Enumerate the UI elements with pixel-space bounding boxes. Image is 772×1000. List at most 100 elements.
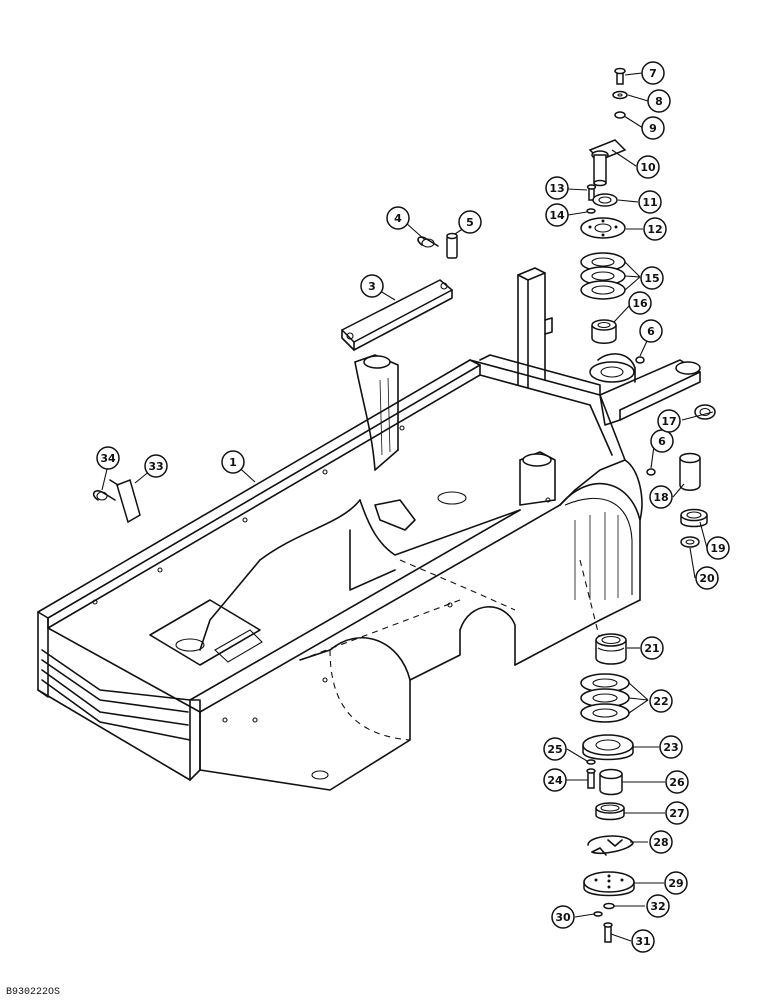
callout-circle bbox=[665, 770, 689, 794]
washer-part-14 bbox=[586, 208, 596, 214]
callout-number: 34 bbox=[100, 452, 116, 465]
seal-part-27 bbox=[595, 802, 625, 821]
bushing-part-19 bbox=[680, 508, 708, 528]
callout-number: 24 bbox=[547, 774, 563, 787]
callout-circle bbox=[647, 89, 671, 113]
bearing-part-16 bbox=[591, 319, 617, 344]
callout-circle bbox=[641, 61, 665, 85]
flange-part-12 bbox=[580, 217, 626, 239]
callout-circle bbox=[551, 905, 575, 929]
callout-number: 10 bbox=[640, 161, 656, 174]
leader-lines bbox=[101, 72, 714, 942]
callout-circle bbox=[636, 155, 660, 179]
callout-c6a: 6 bbox=[639, 319, 663, 343]
callout-number: 4 bbox=[394, 212, 402, 225]
callout-c13: 13 bbox=[545, 176, 569, 200]
callout-c18: 18 bbox=[649, 485, 673, 509]
callout-number: 32 bbox=[650, 900, 665, 913]
callout-number: 14 bbox=[549, 209, 565, 222]
pin-part-18 bbox=[679, 452, 701, 491]
washer-part-32 bbox=[603, 902, 615, 910]
callout-number: 20 bbox=[699, 572, 715, 585]
pivot-plate-part-10 bbox=[588, 139, 627, 187]
callout-number: 1 bbox=[229, 456, 237, 469]
bushing-part-20 bbox=[680, 536, 700, 548]
bolt-part-13 bbox=[586, 184, 597, 201]
clip-part-34 bbox=[92, 490, 116, 501]
callout-number: 5 bbox=[466, 216, 474, 229]
callout-number: 27 bbox=[669, 807, 684, 820]
link-bar-part-3 bbox=[340, 279, 454, 351]
retainer-part-28 bbox=[587, 835, 634, 856]
main-frame bbox=[37, 354, 643, 791]
callout-number: 28 bbox=[653, 836, 668, 849]
callout-number: 8 bbox=[655, 95, 663, 108]
callout-c25: 25 bbox=[543, 737, 567, 761]
callout-circle bbox=[649, 485, 673, 509]
callout-c8: 8 bbox=[647, 89, 671, 113]
nut-part-9 bbox=[614, 111, 626, 119]
left-upright-bracket bbox=[354, 354, 399, 471]
callout-c14: 14 bbox=[545, 203, 569, 227]
callout-c28: 28 bbox=[649, 830, 673, 854]
callout-number: 9 bbox=[649, 122, 657, 135]
callout-c29: 29 bbox=[664, 871, 688, 895]
callout-c21: 21 bbox=[640, 636, 664, 660]
callout-circle bbox=[664, 871, 688, 895]
callout-circle bbox=[706, 536, 730, 560]
callout-circle bbox=[649, 689, 673, 713]
callout-circle bbox=[665, 801, 689, 825]
callout-number: 15 bbox=[644, 272, 659, 285]
washer-part-30 bbox=[593, 911, 603, 917]
shims-part-15 bbox=[580, 252, 626, 300]
callout-number: 25 bbox=[547, 743, 562, 756]
bolt-part-31 bbox=[603, 922, 613, 943]
callout-circle bbox=[386, 206, 410, 230]
callout-number: 23 bbox=[663, 741, 678, 754]
callout-circle bbox=[659, 735, 683, 759]
callout-c9: 9 bbox=[641, 116, 665, 140]
callout-circle bbox=[628, 291, 652, 315]
callout-number: 11 bbox=[642, 196, 657, 209]
callout-circle bbox=[545, 176, 569, 200]
center-bracket bbox=[374, 451, 556, 531]
callout-circle bbox=[649, 830, 673, 854]
pin-part-33 bbox=[109, 479, 141, 524]
fitting-part-6-upper bbox=[635, 356, 645, 364]
rear-upright-tower bbox=[517, 267, 636, 389]
callout-number: 7 bbox=[649, 67, 657, 80]
callout-circle bbox=[646, 894, 670, 918]
callout-c32: 32 bbox=[646, 894, 670, 918]
callout-number: 19 bbox=[710, 542, 725, 555]
callout-c30: 30 bbox=[551, 905, 575, 929]
clip-pin-part-4 bbox=[417, 236, 439, 248]
callout-number: 6 bbox=[658, 435, 666, 448]
pin-part-5 bbox=[446, 232, 458, 259]
callout-number: 3 bbox=[368, 280, 376, 293]
callout-c22: 22 bbox=[649, 689, 673, 713]
callout-c33: 33 bbox=[144, 454, 168, 478]
callout-c1: 1 bbox=[221, 450, 245, 474]
callout-circle bbox=[695, 566, 719, 590]
callout-c19: 19 bbox=[706, 536, 730, 560]
callout-c34: 34 bbox=[96, 446, 120, 470]
callout-number: 16 bbox=[632, 297, 648, 310]
callout-circle bbox=[657, 409, 681, 433]
cap-plate-part-29 bbox=[583, 871, 635, 897]
callout-c6b: 6 bbox=[650, 429, 674, 453]
washer-part-25 bbox=[586, 759, 596, 765]
callout-circle bbox=[545, 203, 569, 227]
callout-c27: 27 bbox=[665, 801, 689, 825]
callout-circle bbox=[640, 636, 664, 660]
callout-c7: 7 bbox=[641, 61, 665, 85]
callout-number: 17 bbox=[661, 415, 676, 428]
callout-c12: 12 bbox=[643, 217, 667, 241]
shims-part-22 bbox=[580, 673, 630, 723]
callout-c4: 4 bbox=[386, 206, 410, 230]
callout-number: 22 bbox=[653, 695, 668, 708]
bushing-part-26 bbox=[599, 768, 623, 796]
callout-c11: 11 bbox=[638, 190, 662, 214]
